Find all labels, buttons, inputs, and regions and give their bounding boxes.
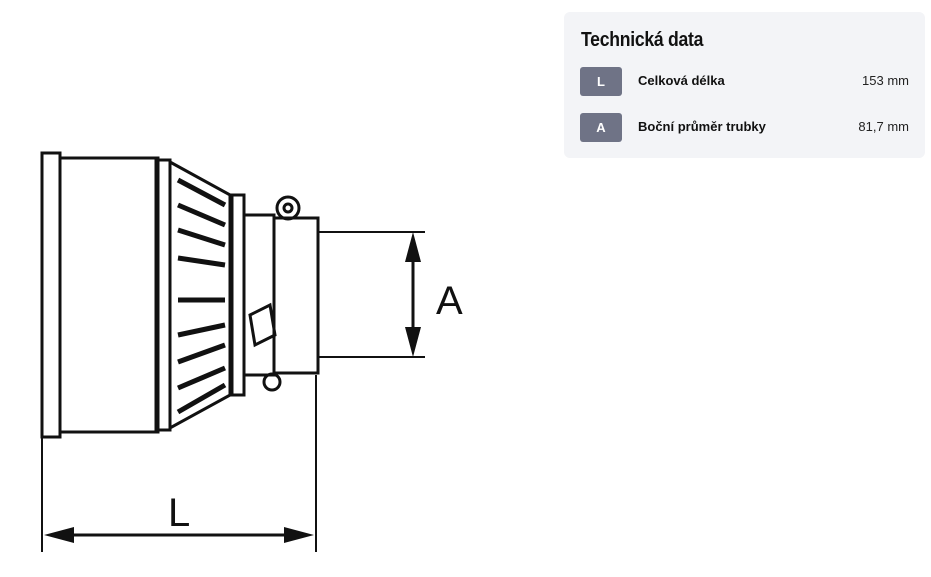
dimension-label-a: A [436, 279, 463, 323]
technical-data-panel: Technická data L Celková délka 153 mm A … [564, 12, 925, 158]
spec-label: Boční průměr trubky [638, 119, 766, 134]
panel-title: Technická data [581, 29, 704, 51]
spec-badge: A [580, 113, 622, 142]
spec-badge: L [580, 67, 622, 96]
spec-row-diameter: A Boční průměr trubky 81,7 mm [580, 113, 909, 142]
product-dimension-drawing: A L [40, 151, 463, 552]
spec-value: 153 mm [862, 73, 909, 88]
spec-value: 81,7 mm [858, 119, 909, 134]
dimension-label-l: L [168, 491, 190, 535]
spec-row-length: L Celková délka 153 mm [580, 67, 909, 96]
spec-label: Celková délka [638, 73, 725, 88]
